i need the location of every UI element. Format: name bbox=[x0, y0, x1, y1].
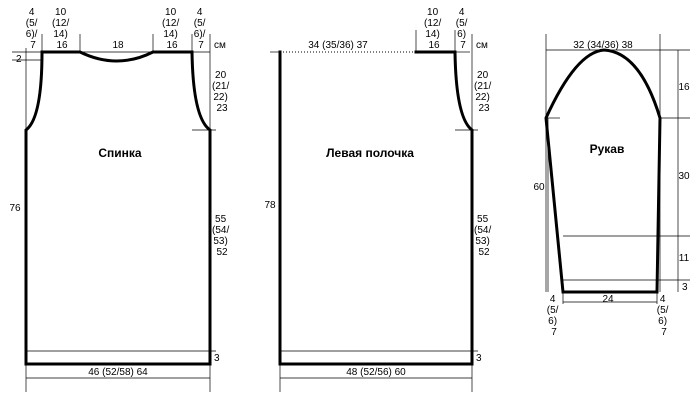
back-shoulder-right-label: 4 (5/ 6)/ 7 bbox=[194, 7, 208, 51]
back-shoulder-left-label: 4 (5/ 6)/ 7 bbox=[26, 7, 40, 51]
back-length-label: 76 bbox=[9, 203, 21, 214]
front-armhole-label: 20 (21/ 22) 23 bbox=[474, 70, 494, 114]
sleeve-outline bbox=[544, 48, 662, 294]
back-piece: 4 (5/ 6)/ 7 10 (12/ 14) 16 18 10 (12/ 14… bbox=[9, 7, 232, 392]
front-hem-label: 3 bbox=[476, 353, 482, 364]
sleeve-side-right-label: 4 (5/ 6) 7 bbox=[657, 294, 671, 338]
front-unit-label: см bbox=[476, 40, 488, 51]
front-title: Левая полочка bbox=[326, 146, 414, 160]
back-title: Спинка bbox=[98, 146, 142, 160]
sleeve-lower-label: 11 bbox=[679, 253, 690, 264]
back-shoulder-width-left-label: 10 (12/ 14) 16 bbox=[52, 7, 72, 51]
back-side-length-label: 55 (54/ 53) 52 bbox=[212, 214, 232, 258]
sleeve-length-label: 60 bbox=[533, 182, 545, 193]
back-unit-label: см bbox=[214, 40, 226, 51]
back-armhole-label: 20 (21/ 22) 23 bbox=[212, 70, 232, 114]
sleeve-cuff-label: 3 bbox=[682, 282, 688, 293]
front-outline bbox=[278, 50, 474, 366]
back-neck-label: 18 bbox=[112, 40, 124, 51]
front-top-width-label: 34 (35/36) 37 bbox=[308, 40, 368, 51]
back-neck-depth-label: 2 bbox=[16, 54, 22, 65]
sleeve-upper-label: 30 bbox=[678, 171, 690, 182]
front-length-label: 78 bbox=[264, 200, 276, 211]
sleeve-piece: 32 (34/36) 38 16 Рукав 30 60 11 3 24 4 (… bbox=[533, 34, 690, 338]
sleeve-cap-height-label: 16 bbox=[678, 82, 690, 93]
front-shoulder-label: 4 (5/ 6) 7 bbox=[456, 7, 470, 51]
back-shoulder-width-right-label: 10 (12/ 14) 16 bbox=[162, 7, 182, 51]
front-shoulder-width-label: 10 (12/ 14) 16 bbox=[424, 7, 444, 51]
front-width-label: 48 (52/56) 60 bbox=[346, 367, 406, 378]
sleeve-bottom-width-label: 24 bbox=[602, 294, 614, 305]
back-hem-label: 3 bbox=[214, 353, 220, 364]
back-width-label: 46 (52/58) 64 bbox=[88, 367, 148, 378]
sleeve-side-left-label: 4 (5/ 6) 7 bbox=[547, 294, 561, 338]
back-outline bbox=[24, 50, 212, 366]
sleeve-top-width-label: 32 (34/36) 38 bbox=[573, 40, 633, 51]
front-side-length-label: 55 (54/ 53) 52 bbox=[474, 214, 494, 258]
front-piece: 34 (35/36) 37 10 (12/ 14) 16 4 (5/ 6) 7 … bbox=[264, 7, 494, 392]
sleeve-title: Рукав bbox=[590, 142, 625, 156]
